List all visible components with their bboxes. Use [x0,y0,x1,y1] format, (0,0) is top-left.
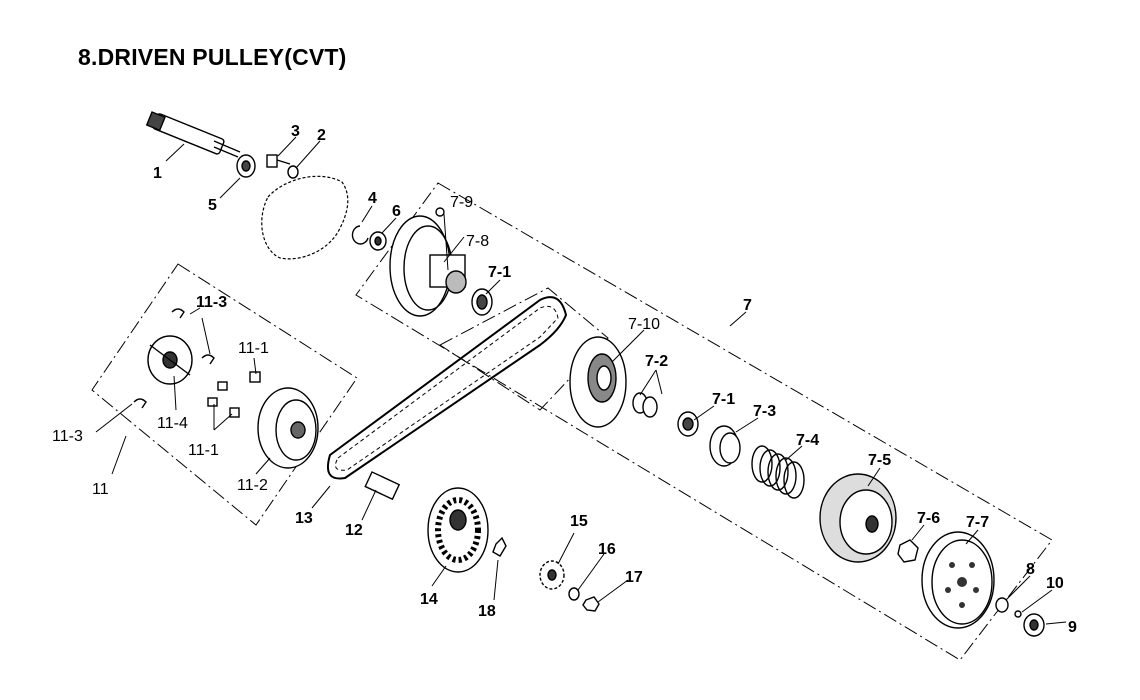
label-7-1-lower: 7-1 [712,391,735,408]
part-spring-7-4 [751,445,805,499]
part-bearing-6 [369,231,387,251]
label-7-2: 7-2 [645,353,668,370]
label-7-9: 7-9 [450,194,473,211]
part-collar-7-3 [709,425,741,467]
label-6: 6 [392,203,401,220]
part-fan-14 [427,487,489,573]
label-1: 1 [153,165,162,182]
label-11-1-lower: 11-1 [188,442,219,459]
label-8: 8 [1026,561,1035,578]
part-pin-7-9 [435,207,445,217]
label-7-6: 7-6 [917,510,940,527]
label-17: 17 [625,569,643,586]
label-11-4: 11-4 [157,415,188,432]
part-ramp-plate-11-4 [147,335,193,385]
part-washer-8 [995,597,1009,613]
part-clutch-bell-7-7 [921,531,995,629]
part-weight-rollers-11-1 [207,371,261,418]
label-16: 16 [598,541,616,558]
label-7: 7 [743,297,752,314]
label-7-7: 7-7 [966,514,989,531]
part-drive-belt-13 [326,296,568,480]
part-circlip-4 [351,225,369,245]
label-11-2: 11-2 [237,477,268,494]
label-4: 4 [368,190,377,207]
label-10: 10 [1046,575,1064,592]
label-13: 13 [295,510,313,527]
label-2: 2 [317,127,326,144]
part-nut-7-6 [897,539,919,563]
label-7-1-upper: 7-1 [488,264,511,281]
label-9: 9 [1068,619,1077,636]
label-7-3: 7-3 [753,403,776,420]
part-shaft [145,111,241,158]
label-14: 14 [420,591,438,608]
label-11: 11 [92,481,109,498]
label-7-8: 7-8 [466,233,489,250]
part-washer-2 [287,165,299,179]
part-drive-face-11-2 [257,387,319,469]
part-fixed-face-7-8 [389,215,467,317]
part-seal-7-1-lower [677,411,699,437]
part-clutch-7-5 [819,473,897,563]
label-7-10: 7-10 [628,316,660,333]
part-gasket [261,175,349,260]
page-title: 8.DRIVEN PULLEY(CVT) [78,44,347,70]
part-bolt-3 [266,154,291,168]
part-collar-12 [364,471,401,501]
label-5: 5 [208,197,217,214]
part-star-washer-18 [492,536,507,557]
part-gear-15 [539,560,565,590]
label-3: 3 [291,123,300,140]
part-slider-11-3-mid [201,354,215,365]
part-moving-face-7-10 [569,336,627,428]
label-11-3-upper: 11-3 [196,294,227,311]
part-nut-17 [582,596,600,612]
part-slider-11-3-upper [171,308,185,319]
label-12: 12 [345,522,363,539]
label-7-4: 7-4 [796,432,819,449]
label-18: 18 [478,603,496,620]
label-11-1-upper: 11-1 [238,340,269,357]
label-7-5: 7-5 [868,452,891,469]
part-slider-11-3-lower [133,398,147,409]
group-frame-11 [91,263,358,526]
part-guide-pins-7-2 [632,392,658,418]
part-bearing-5 [236,154,256,178]
part-seal-7-1-upper [471,288,493,316]
leader-lines [95,136,1067,625]
part-nut-9 [1023,613,1045,637]
group-frame-belt [439,287,609,411]
group-frame-7 [355,182,1053,661]
label-15: 15 [570,513,588,530]
part-ring-10 [1014,610,1022,618]
part-washer-16 [568,587,580,601]
label-11-3-lower: 11-3 [52,428,83,445]
